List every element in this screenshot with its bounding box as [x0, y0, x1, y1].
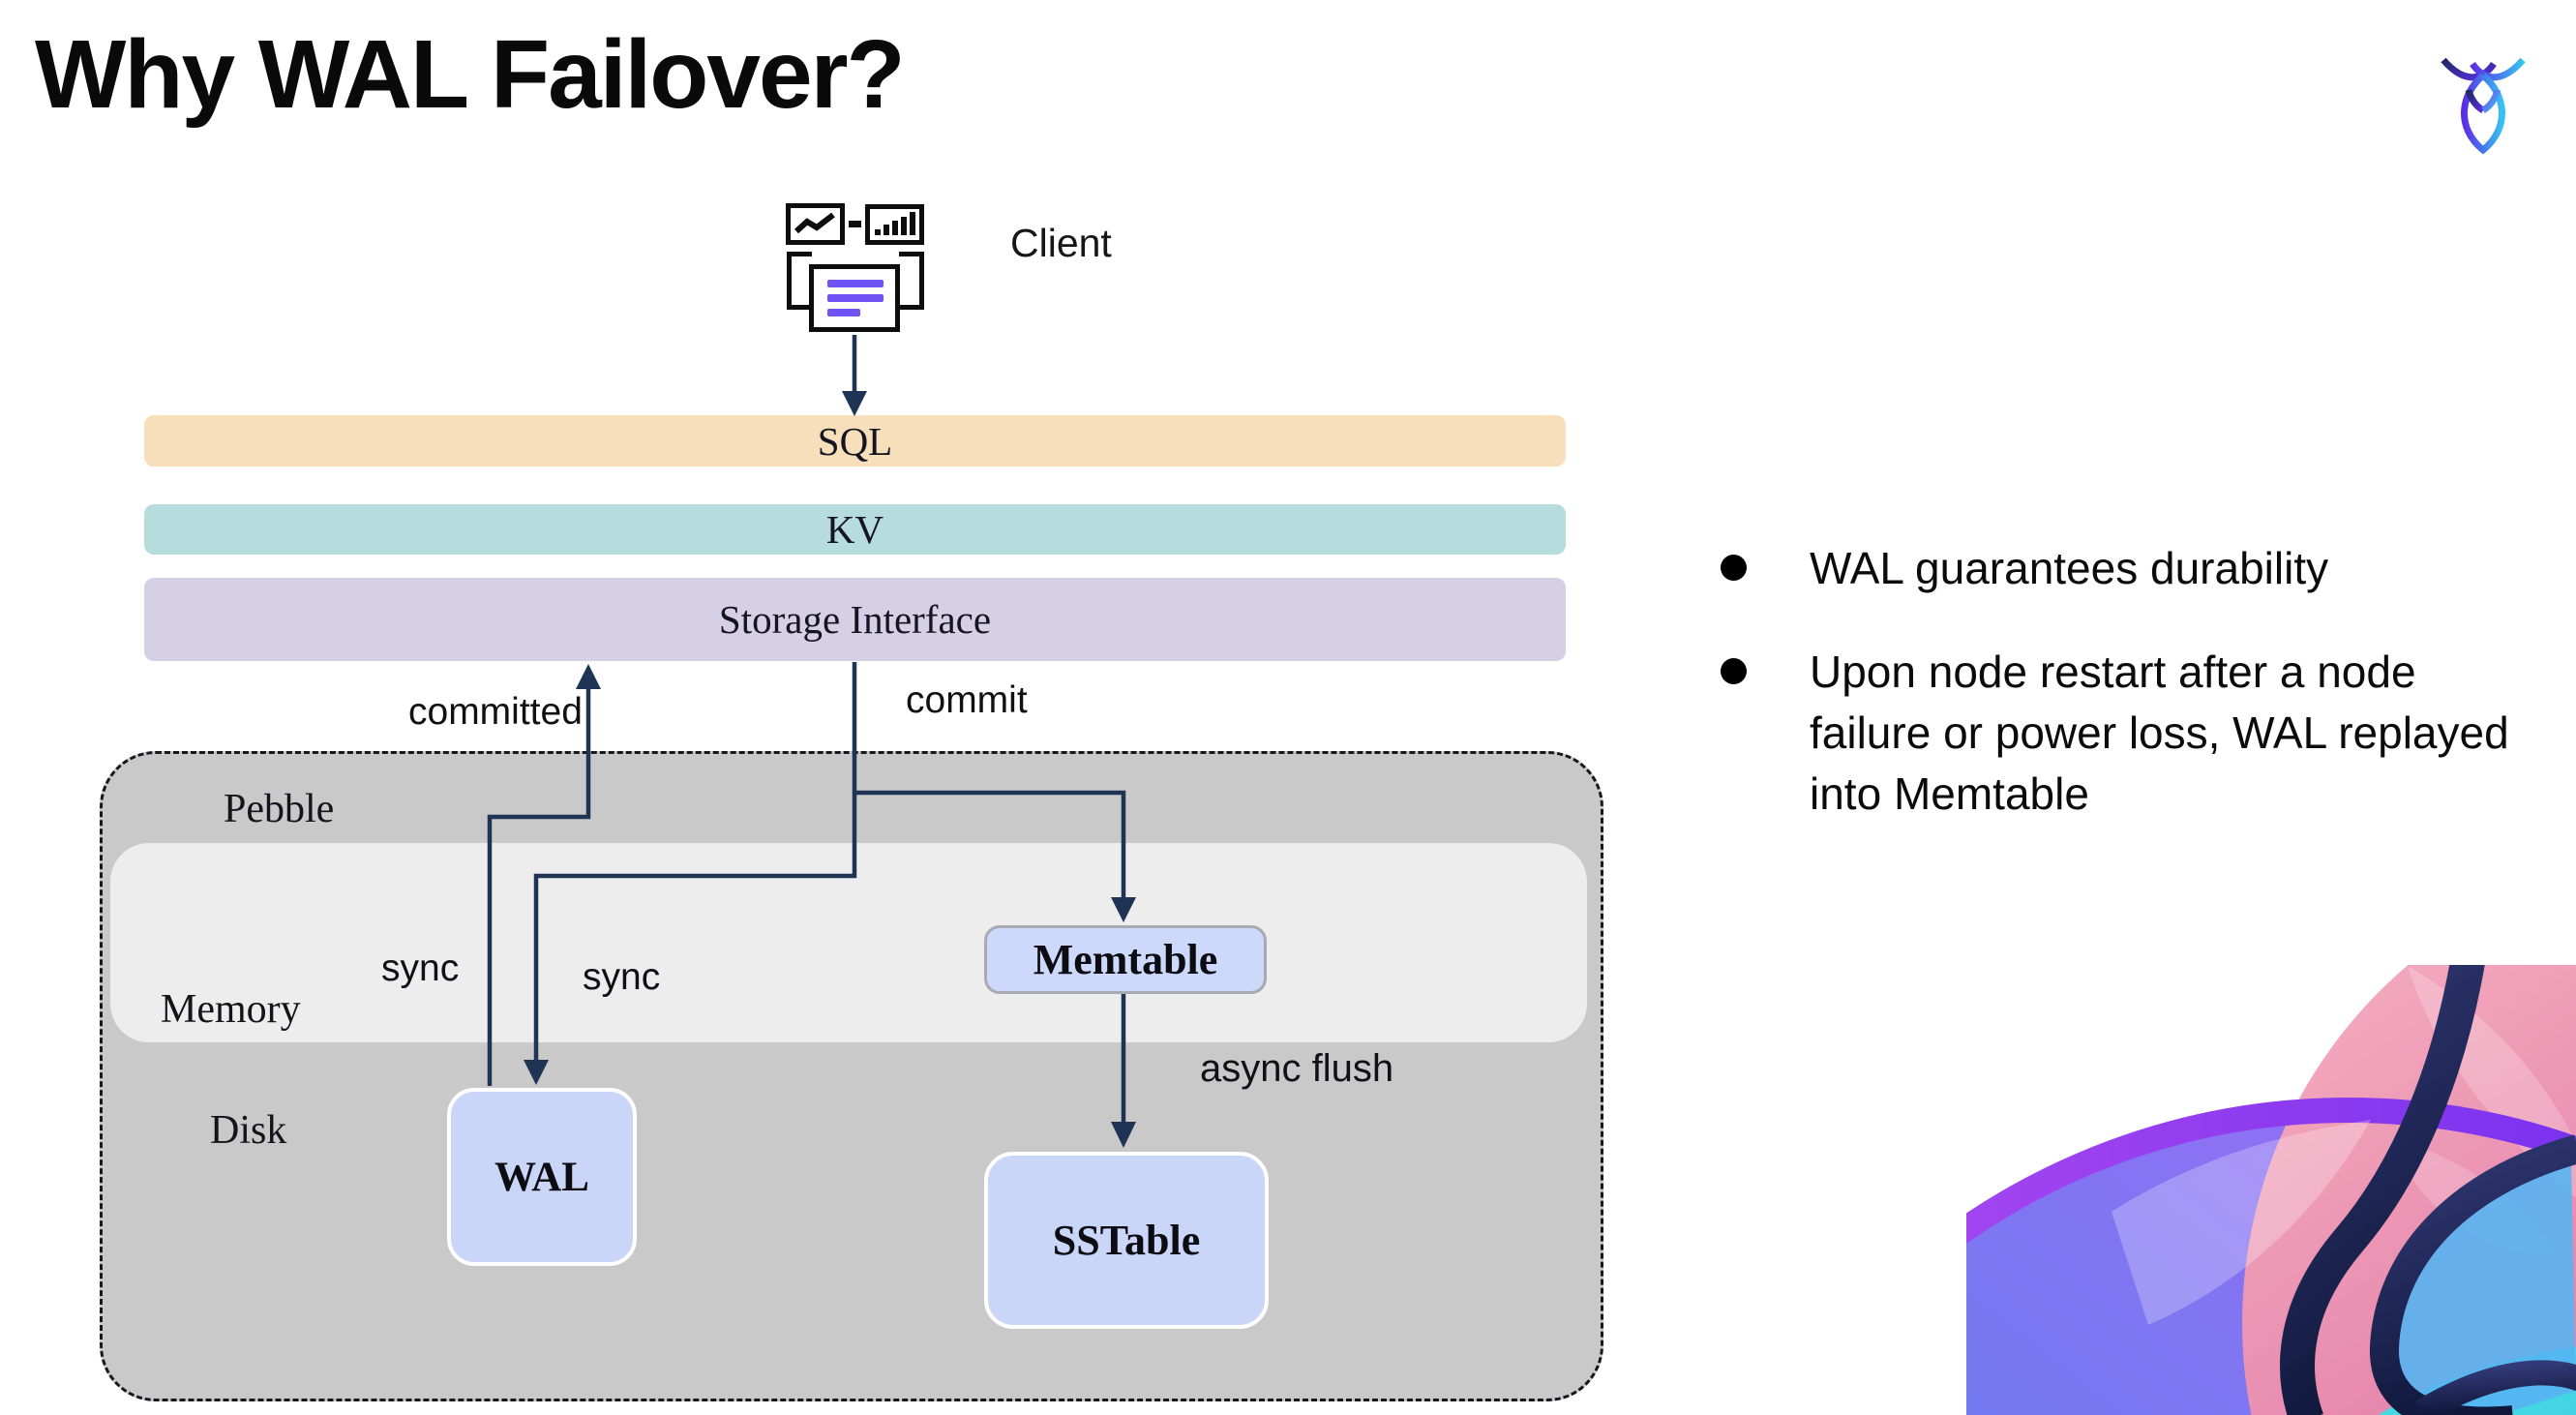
- memory-label: Memory: [161, 987, 301, 1032]
- brand-art-graphic: [1966, 965, 2576, 1415]
- bar-chart-icon: [865, 204, 924, 245]
- list-item: Upon node restart after a node failure o…: [1715, 642, 2533, 825]
- sstable-node: SSTable: [984, 1152, 1269, 1329]
- list-item: WAL guarantees durability: [1715, 538, 2533, 599]
- client-icon: [780, 194, 931, 339]
- pebble-label: Pebble: [224, 787, 335, 831]
- storage-interface-layer-bar: Storage Interface: [144, 578, 1566, 661]
- bullet-text: Upon node restart after a node failure o…: [1810, 647, 2509, 819]
- wal-node: WAL: [447, 1088, 637, 1266]
- sync-left-label: sync: [381, 948, 460, 989]
- kv-layer-bar: KV: [144, 504, 1566, 555]
- document-icon: [809, 264, 900, 332]
- committed-label: committed: [408, 691, 583, 733]
- commit-label: commit: [906, 679, 1028, 721]
- async-flush-label: async flush: [1200, 1047, 1394, 1090]
- committed-arrowhead: [576, 664, 601, 689]
- bullet-dot: [1721, 555, 1747, 581]
- right-bracket-icon: [899, 252, 924, 310]
- page-title: Why WAL Failover?: [35, 20, 906, 129]
- bullet-text: WAL guarantees durability: [1810, 543, 2329, 593]
- left-bracket-icon: [787, 252, 812, 310]
- disk-label: Disk: [210, 1108, 287, 1153]
- memtable-node: Memtable: [984, 925, 1267, 994]
- bullet-list: WAL guarantees durability Upon node rest…: [1715, 538, 2533, 825]
- sync-right-label: sync: [583, 956, 661, 998]
- memory-region: [110, 843, 1587, 1042]
- dash-connector: [849, 221, 861, 227]
- client-label: Client: [1010, 221, 1112, 265]
- client-to-sql-arrowhead: [842, 391, 867, 416]
- bullet-dot: [1721, 658, 1747, 684]
- sql-layer-bar: SQL: [144, 415, 1566, 467]
- cockroach-labs-logo-icon: [2441, 57, 2526, 155]
- line-chart-icon: [786, 203, 845, 245]
